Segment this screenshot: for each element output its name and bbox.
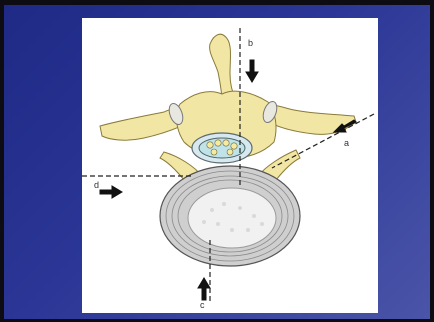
arrow-c-icon (198, 278, 210, 300)
vertebra-diagram (82, 18, 378, 313)
nucleus-pulposus (188, 188, 276, 248)
label-b: b (248, 38, 253, 48)
label-a: a (344, 138, 349, 148)
arrow-d-icon (100, 186, 122, 198)
slide-background: b a d c (4, 5, 430, 319)
label-c: c (200, 300, 205, 310)
spinal-cord (199, 138, 245, 158)
diagram-panel: b a d c (82, 18, 378, 313)
arrow-b-icon (246, 60, 258, 82)
label-d: d (94, 180, 99, 190)
